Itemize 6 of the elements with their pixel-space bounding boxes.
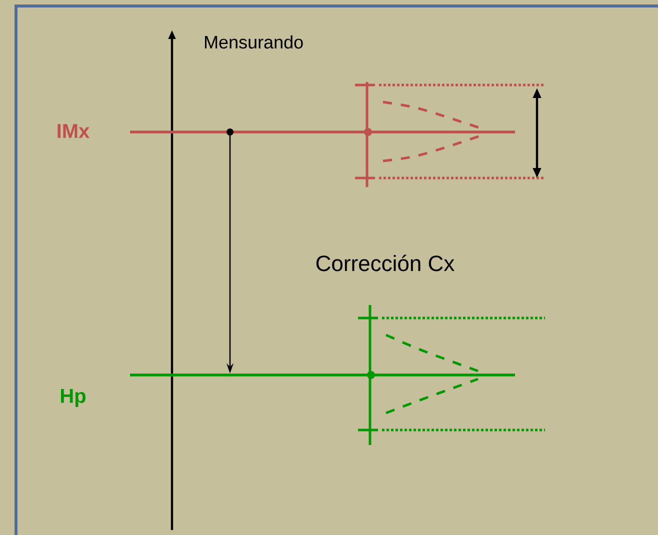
- measure-line: [130, 374, 515, 376]
- axis-label: Mensurando: [205, 35, 303, 49]
- line-label: Hp: [61, 389, 86, 407]
- measure-line: [130, 130, 515, 134]
- edge-label: Corrección Cx: [316, 254, 454, 272]
- line-label: IMx: [58, 124, 90, 138]
